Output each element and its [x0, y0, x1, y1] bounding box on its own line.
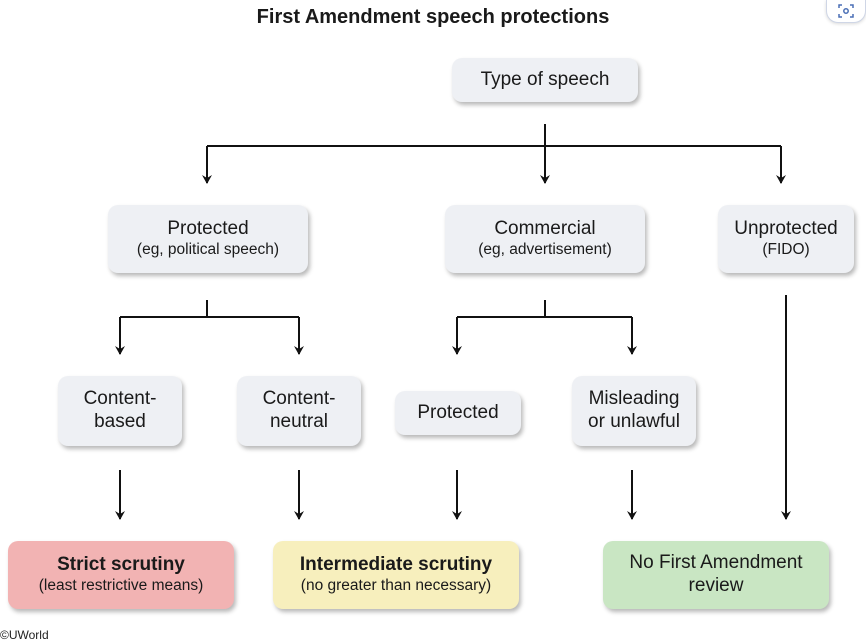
outcome-strict-scrutiny: Strict scrutiny (least restrictive means… [8, 541, 234, 609]
screenshot-icon-glyph [838, 4, 854, 18]
node-label: Commercial [494, 218, 596, 240]
outcome-sublabel: (no greater than necessary) [300, 577, 492, 595]
node-commercial-protected: Protected [395, 391, 521, 435]
node-sublabel: (eg, advertisement) [478, 241, 612, 259]
screenshot-icon[interactable] [826, 0, 866, 23]
node-unprotected: Unprotected (FIDO) [718, 205, 854, 273]
node-label-line2: based [94, 411, 146, 432]
outcome-label: Strict scrutiny [57, 554, 185, 576]
node-label: Protected [167, 218, 249, 240]
outcome-label: Intermediate scrutiny [299, 554, 493, 576]
node-misleading-unlawful: Misleading or unlawful [572, 376, 696, 446]
node-label: Unprotected [734, 218, 838, 240]
node-type-of-speech: Type of speech [452, 58, 638, 102]
node-content-neutral: Content- neutral [237, 376, 361, 446]
node-sublabel: (eg, political speech) [136, 241, 280, 259]
node-label-line2: neutral [269, 411, 329, 432]
node-content-based: Content- based [58, 376, 182, 446]
node-label-line1: Content- [83, 388, 157, 410]
node-label: Type of speech [480, 68, 610, 90]
outcome-no-review: No First Amendment review [603, 541, 829, 609]
node-label-line1: Misleading [588, 388, 680, 410]
diagram-title: First Amendment speech protections [256, 6, 610, 28]
outcome-intermediate-scrutiny: Intermediate scrutiny (no greater than n… [273, 541, 519, 609]
node-commercial: Commercial (eg, advertisement) [445, 205, 645, 273]
node-label-line2: or unlawful [588, 411, 680, 432]
copyright-credit: ©UWorld [0, 628, 49, 642]
outcome-label-line2: review [688, 575, 744, 596]
node-protected: Protected (eg, political speech) [108, 205, 308, 273]
node-sublabel: (FIDO) [762, 241, 810, 259]
node-label: Protected [417, 401, 499, 423]
outcome-sublabel: (least restrictive means) [38, 577, 204, 595]
node-label-line1: Content- [262, 388, 336, 410]
outcome-label-line1: No First Amendment [629, 552, 803, 574]
